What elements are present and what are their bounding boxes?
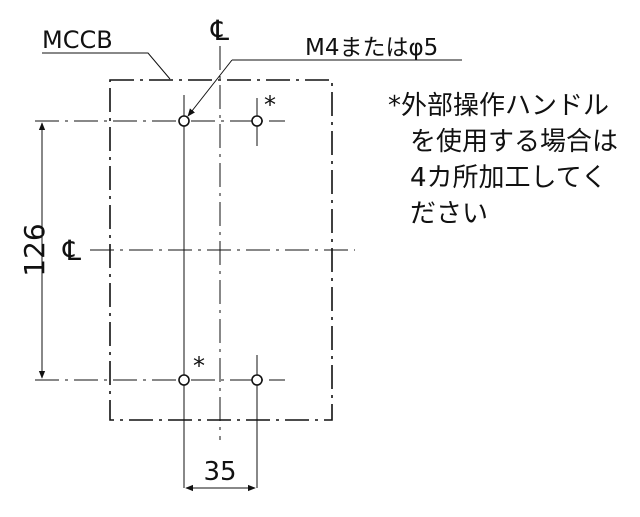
asterisk-note: *外部操作ハンドル を使用する場合は 4カ所加工してく ださい: [388, 88, 638, 232]
dimension-35-label: 35: [203, 457, 236, 487]
hole-spec-label: M4またはφ5: [305, 35, 438, 61]
mccb-leader: [42, 52, 171, 80]
hole-bottom-left: [178, 374, 190, 386]
asterisk-bottom-left: *: [193, 352, 205, 380]
asterisk-top-right: *: [264, 91, 276, 119]
note-line-2: を使用する場合は: [410, 127, 619, 157]
note-line-4: ださい: [410, 199, 489, 229]
hole-top-right: [251, 115, 263, 127]
mccb-label: MCCB: [42, 26, 113, 54]
centerline-symbol-top: ℄: [210, 14, 229, 47]
hole-top-left: [178, 115, 190, 127]
hole-bottom-right: [251, 374, 263, 386]
dimension-126-label: 126: [18, 223, 51, 276]
note-line-3: 4カ所加工してく: [410, 163, 607, 193]
note-line-1: *外部操作ハンドル: [388, 91, 610, 121]
centerline-symbol-left: ℄: [62, 234, 81, 267]
hole-spec-leader: [187, 59, 233, 117]
